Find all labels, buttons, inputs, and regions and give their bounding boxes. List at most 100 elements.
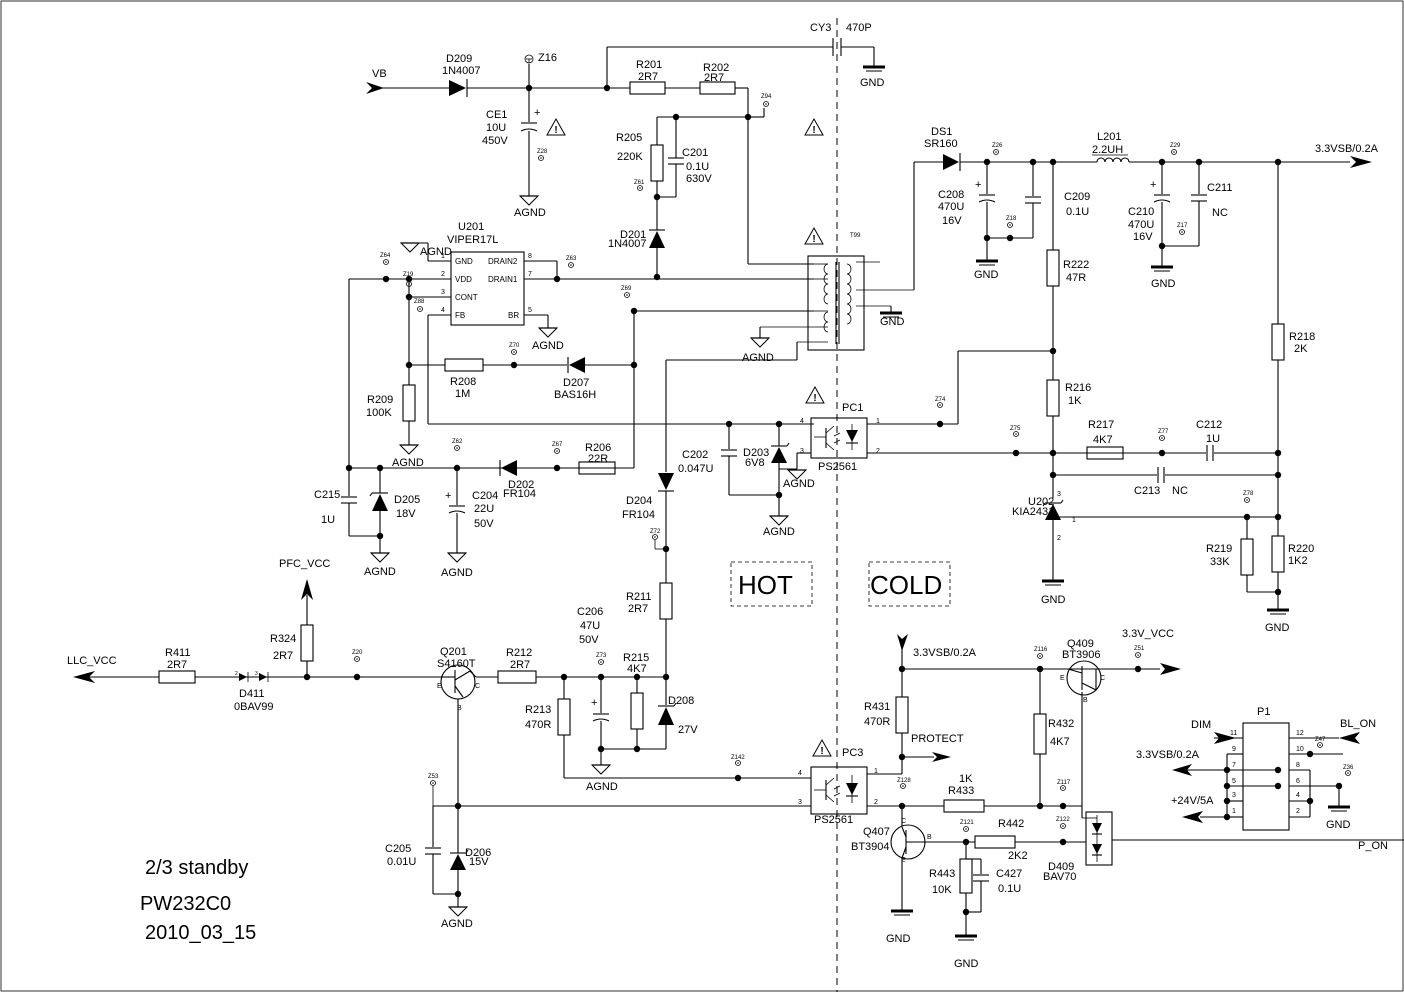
svg-text:R431: R431: [864, 701, 890, 713]
svg-text:R324: R324: [270, 633, 296, 645]
capacitor-c215: C215 1U: [314, 489, 357, 526]
zener-d203: D203 6V8: [743, 442, 790, 469]
svg-text:GND: GND: [455, 257, 473, 266]
svg-text:GND: GND: [1041, 594, 1066, 606]
svg-text:10K: 10K: [932, 884, 952, 896]
svg-text:D201: D201: [620, 229, 646, 241]
output-pfc-vcc: PFC_VCC: [279, 558, 330, 600]
svg-text:1K: 1K: [1068, 395, 1082, 407]
resistor-r431: R431 470R: [864, 696, 909, 734]
svg-text:CY3: CY3: [810, 22, 831, 34]
svg-text:2R7: 2R7: [273, 650, 293, 662]
svg-text:Z61: Z61: [634, 180, 645, 186]
svg-text:D207: D207: [563, 377, 589, 389]
resistor-r213: R213 470R: [525, 698, 571, 736]
svg-text:22R: 22R: [588, 453, 608, 465]
svg-text:2: 2: [876, 448, 880, 455]
output-3v3vsb: 3.3VSB/0.2A: [1315, 143, 1379, 168]
svg-text:Q409: Q409: [1067, 638, 1094, 650]
resistor-r206: R206 22R: [578, 442, 616, 475]
svg-text:DRAIN2: DRAIN2: [488, 257, 518, 266]
svg-text:8: 8: [1296, 762, 1300, 769]
svg-text:4K7: 4K7: [1050, 736, 1070, 748]
svg-text:Z117: Z117: [1057, 780, 1071, 786]
svg-text:3: 3: [1232, 792, 1236, 799]
optocoupler-pc3: PC3 PS2561 4 3 1 2: [798, 747, 878, 826]
diode-d202: D202 FR104: [499, 460, 536, 500]
diode-d201: D201 1N4007: [608, 229, 665, 250]
signal-24v: +24V/5A: [1171, 795, 1214, 823]
svg-text:2: 2: [441, 271, 445, 278]
resistor-r222: R222 47R: [1046, 249, 1089, 287]
testpoint-z16: Z16: [524, 52, 557, 64]
svg-text:630V: 630V: [686, 173, 712, 185]
svg-text:+: +: [534, 107, 540, 119]
svg-text:Q201: Q201: [440, 646, 467, 658]
svg-text:+: +: [591, 697, 597, 709]
svg-text:R201: R201: [636, 59, 662, 71]
svg-text:R216: R216: [1065, 382, 1091, 394]
ic-u201: U201 VIPER17L GND VDD CONT FB DRAIN2 DRA…: [441, 221, 532, 326]
svg-text:18V: 18V: [396, 508, 416, 520]
svg-text:2K: 2K: [1294, 343, 1308, 355]
diode-ds1: DS1 SR160: [924, 126, 961, 171]
capacitor-c206: +: [591, 697, 610, 722]
capacitor-c212: C212 1U: [1196, 419, 1222, 461]
svg-text:Z78: Z78: [1243, 491, 1254, 497]
zener-d208: D208 27V: [658, 695, 698, 736]
svg-text:1: 1: [874, 768, 878, 775]
svg-text:U201: U201: [458, 221, 484, 233]
svg-text:D208: D208: [668, 695, 694, 707]
svg-text:C: C: [901, 818, 906, 825]
svg-text:47U: 47U: [580, 620, 600, 632]
svg-text:C209: C209: [1064, 191, 1090, 203]
warning-icon: [804, 118, 824, 137]
svg-text:3.3V_VCC: 3.3V_VCC: [1122, 628, 1174, 640]
svg-text:3.3VSB/0.2A: 3.3VSB/0.2A: [1315, 143, 1379, 155]
output-3v3-vcc: 3.3V_VCC: [1122, 628, 1181, 675]
svg-text:R205: R205: [616, 132, 642, 144]
resistor-r442: R442 2K2: [974, 818, 1028, 862]
svg-text:220K: 220K: [617, 151, 643, 163]
svg-text:AGND: AGND: [392, 457, 424, 469]
svg-text:+24V/5A: +24V/5A: [1171, 795, 1214, 807]
capacitor-c204: + C204 22U 50V: [445, 490, 498, 530]
resistor-r215: R215 4K7: [623, 652, 649, 730]
svg-text:AGND: AGND: [441, 918, 473, 930]
svg-text:BL_ON: BL_ON: [1340, 718, 1376, 730]
svg-text:GND: GND: [880, 316, 905, 328]
svg-text:C211: C211: [1207, 182, 1232, 194]
svg-text:Z116: Z116: [1034, 647, 1048, 653]
warning-icon: [804, 227, 824, 246]
transformer: T99: [807, 233, 865, 351]
svg-text:AGND: AGND: [364, 566, 396, 578]
cold-zone-label: COLD: [868, 561, 951, 607]
diode-d204: D204 FR104: [622, 473, 674, 521]
resistor-r443: R443 10K: [929, 858, 973, 896]
svg-text:E: E: [901, 857, 906, 864]
svg-text:B: B: [1083, 697, 1088, 704]
svg-text:8: 8: [528, 253, 532, 260]
warning-icon: [546, 118, 566, 137]
transistor-q409: Q409 BT3906 E C B: [1060, 638, 1105, 704]
svg-text:D202: D202: [508, 479, 534, 491]
svg-text:PS2561: PS2561: [814, 814, 853, 826]
svg-text:BAS16H: BAS16H: [554, 389, 596, 401]
svg-text:0.1U: 0.1U: [686, 161, 709, 173]
resistor-r411: R411 2R7: [158, 647, 196, 684]
inductor-l201: L201 2.2UH: [1092, 131, 1130, 163]
svg-text:D206: D206: [465, 847, 491, 859]
svg-text:Z67: Z67: [552, 442, 563, 448]
svg-text:2: 2: [1057, 535, 1061, 542]
svg-text:Z75: Z75: [1010, 426, 1021, 432]
svg-text:D209: D209: [446, 53, 472, 65]
svg-text:R433: R433: [948, 785, 974, 797]
resistor-r211: R211 2R7: [626, 582, 673, 620]
svg-text:AGND: AGND: [586, 781, 618, 793]
regulator-u202: U202 KIA2431 3 1 2: [1012, 491, 1076, 542]
svg-text:R209: R209: [367, 394, 393, 406]
svg-text:0.1U: 0.1U: [998, 883, 1021, 895]
svg-text:AGND: AGND: [420, 246, 452, 258]
svg-text:22U: 22U: [474, 503, 494, 515]
svg-text:C208: C208: [938, 189, 964, 201]
